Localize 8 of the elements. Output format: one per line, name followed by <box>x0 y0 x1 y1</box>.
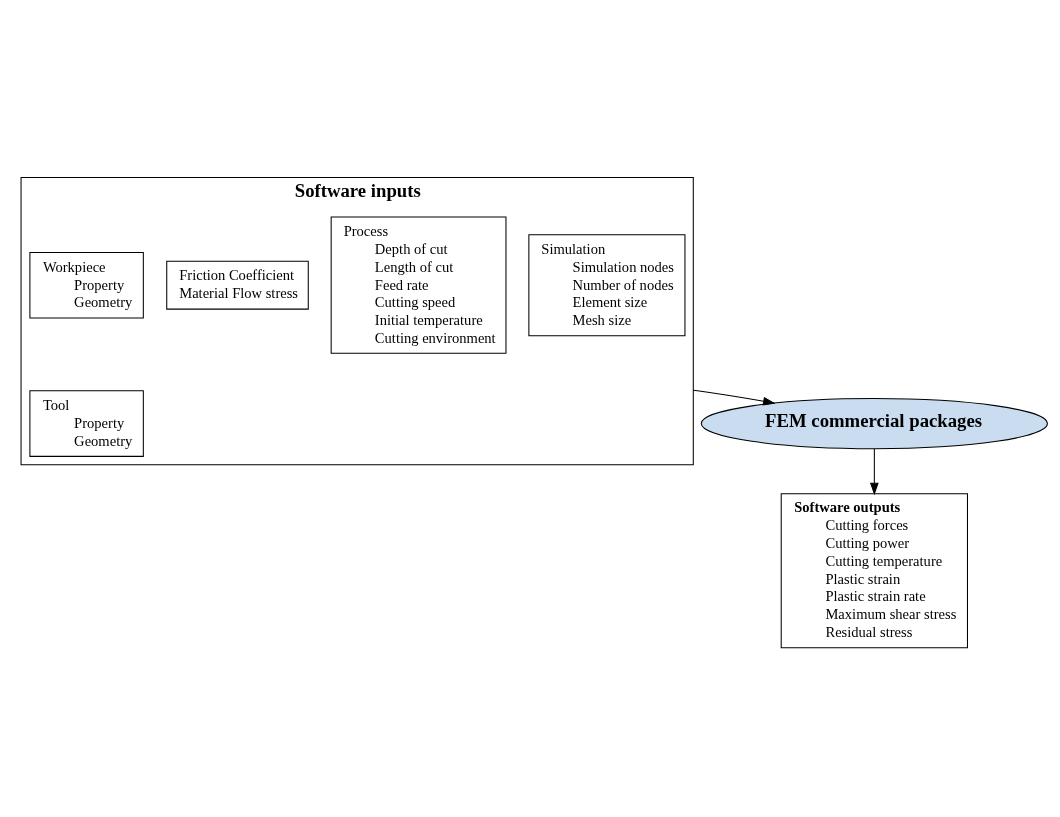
node-box: Workpiece Property Geometry <box>29 251 144 319</box>
arrow <box>692 389 776 406</box>
node-box: Simulation Simulation nodes Number of nodes Element size Mesh size <box>528 234 686 337</box>
arrow <box>869 448 879 496</box>
node-box: Software outputs Cutting forces Cutting power Cutting temperature Plastic strain Plastic strain rate Maximum shear stress Residual stress <box>780 493 968 649</box>
node-box: Friction Coefficient Material Flow stress <box>166 260 309 310</box>
node-box: Process Depth of cut Length of cut Feed rate Cutting speed Initial temperature Cutting environment <box>330 216 507 354</box>
node-box: Tool Property Geometry <box>29 390 144 457</box>
